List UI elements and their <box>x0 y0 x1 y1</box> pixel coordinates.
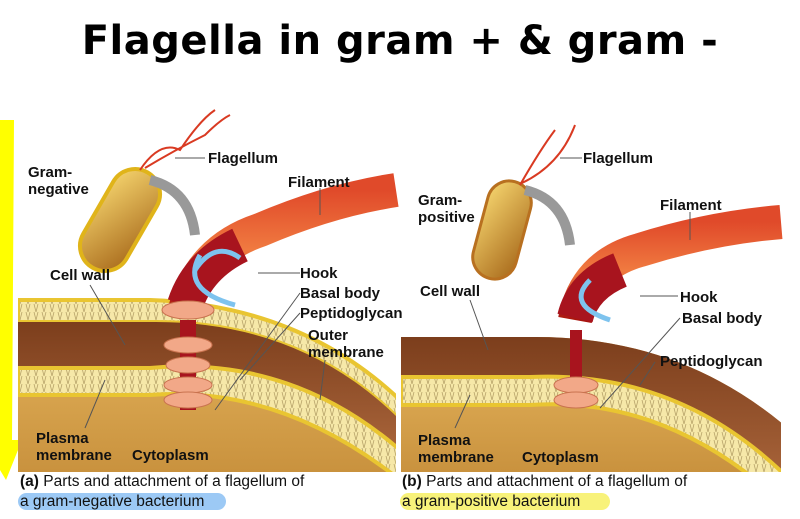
basal-body-label-a: Basal body <box>300 285 381 302</box>
hook-label-a: Hook <box>300 265 338 282</box>
caption-line: Parts and attachment of a flagellum of <box>43 473 305 490</box>
label-line: membrane <box>308 344 384 361</box>
peptidoglycan-label-a: Peptidoglycan <box>300 305 403 322</box>
label-line: Plasma <box>418 432 471 449</box>
label-line: positive <box>418 209 475 226</box>
caption-line: Parts and attachment of a flagellum of <box>426 473 688 490</box>
cytoplasm-label-b: Cytoplasm <box>522 449 599 466</box>
label-line: Gram- <box>418 192 463 209</box>
caption-a: (a) Parts and attachment of a flagellum … <box>18 472 305 512</box>
flagellum-label-b: Flagellum <box>583 150 654 167</box>
basal-body-label-b: Basal body <box>682 310 763 327</box>
caption-highlight: a gram-negative bacterium <box>18 493 227 510</box>
gram-positive-label: Gram-positive <box>418 192 475 226</box>
caption-prefix: (b) <box>402 473 422 490</box>
label-line: Plasma <box>36 430 89 447</box>
caption-prefix: (a) <box>20 473 39 490</box>
label-line: Outer <box>308 327 349 344</box>
cell-wall-label-a: Cell wall <box>50 267 111 284</box>
peptidoglycan-label-b: Peptidoglycan <box>660 353 763 370</box>
panel-a-membranes <box>18 109 399 472</box>
panel-b-membranes <box>401 124 783 472</box>
label-line: negative <box>28 181 89 198</box>
slide-title: Flagella in gram + & gram - <box>81 18 719 64</box>
gram-negative-label: Gram-negative <box>28 164 89 198</box>
yellow-arrow-decoration <box>0 120 22 480</box>
label-line: membrane <box>36 447 112 464</box>
label-line: Gram- <box>28 164 73 181</box>
flagellum-label-a: Flagellum <box>208 150 279 167</box>
hook-label-b: Hook <box>680 289 718 306</box>
caption-b: (b) Parts and attachment of a flagellum … <box>400 472 688 512</box>
cell-wall-label-b: Cell wall <box>420 283 481 300</box>
caption-highlight: a gram-positive bacterium <box>400 493 611 510</box>
label-line: membrane <box>418 449 494 466</box>
filament-label-b: Filament <box>660 197 722 214</box>
cytoplasm-label-a: Cytoplasm <box>132 447 209 464</box>
filament-label-a: Filament <box>288 174 350 191</box>
